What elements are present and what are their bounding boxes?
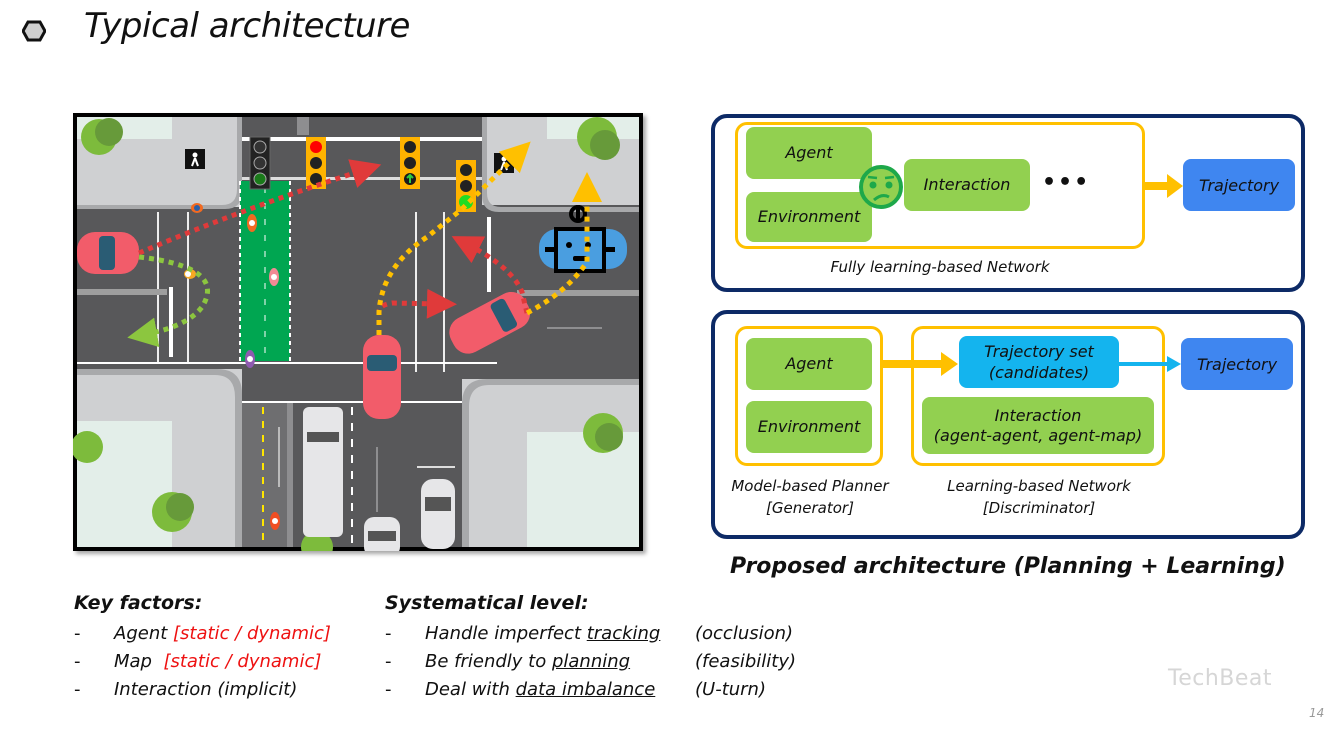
tree-icon <box>583 413 623 453</box>
cyclist-icon <box>245 350 255 368</box>
arrow-icon <box>1119 356 1181 372</box>
pedestrian-signal-icon <box>494 153 514 173</box>
trajectory-output-box: Trajectory <box>1183 159 1295 211</box>
cyclist-icon <box>269 268 279 286</box>
ellipsis: ••• <box>1042 170 1091 195</box>
intersection-illustration <box>73 113 643 551</box>
fully-learning-caption: Fully learning-based Network <box>830 258 1050 276</box>
trajectory-set-label: Trajectory set <box>984 342 1094 361</box>
list-item: -Deal with data imbalance(U-turn) <box>385 679 766 700</box>
confused-face-icon <box>859 165 903 209</box>
traffic-light-icon <box>456 160 476 212</box>
traffic-light-icon <box>306 137 326 189</box>
model-based-planner-box <box>735 326 883 466</box>
trajectory-arrow-icon <box>127 254 210 348</box>
highlight-text: [static / dynamic] <box>163 651 322 672</box>
cyclist-icon <box>247 214 257 232</box>
network-caption: Learning-based Network [Discriminator] <box>932 475 1146 519</box>
pedestrian-signal-icon <box>185 149 205 169</box>
arrow-icon <box>883 352 958 376</box>
environment-box: Environment <box>746 192 872 242</box>
page-number: 14 <box>1309 706 1325 720</box>
planner-caption: Model-based Planner [Generator] <box>718 475 902 519</box>
car-icon <box>364 517 400 551</box>
car-icon <box>363 335 401 419</box>
list-item: -Handle imperfect tracking(occlusion) <box>385 623 794 644</box>
car-icon <box>449 291 531 354</box>
agent-box: Agent <box>746 127 872 179</box>
trajectory-set-box: Trajectory set (candidates) <box>959 336 1119 388</box>
planner-caption-title: Model-based Planner <box>731 477 889 495</box>
traffic-light-icon <box>400 137 420 189</box>
traffic-light-icon <box>249 136 271 190</box>
car-icon <box>77 232 139 274</box>
agent-box: Agent <box>746 338 872 390</box>
pedestrian-icon <box>191 203 203 213</box>
list-item: -Map [static / dynamic] <box>74 651 322 672</box>
interaction-sublabel: (agent-agent, agent-map) <box>933 425 1143 445</box>
list-item: -Be friendly to planning(feasibility) <box>385 651 797 672</box>
interaction-label: Interaction <box>994 405 1082 425</box>
trajectory-arrow-icon <box>138 159 382 256</box>
highlight-text: [static / dynamic] <box>173 623 331 644</box>
trajectory-arrow-icon <box>451 236 530 314</box>
trajectory-output-box: Trajectory <box>1181 338 1293 390</box>
planner-caption-sub: [Generator] <box>766 499 854 517</box>
systematical-level-heading: Systematical level: <box>385 592 589 614</box>
network-caption-sub: [Discriminator] <box>982 499 1096 517</box>
list-item: -Agent [static / dynamic] <box>74 623 331 644</box>
environment-box: Environment <box>746 401 872 453</box>
key-factors-heading: Key factors: <box>74 592 203 614</box>
truck-icon <box>303 407 343 537</box>
pedestrian-icon <box>184 269 196 279</box>
tree-icon <box>81 118 123 155</box>
list-item: -Interaction (implicit) <box>74 679 298 700</box>
interaction-box: Interaction (agent-agent, agent-map) <box>922 397 1154 454</box>
robot-car-icon <box>539 205 627 273</box>
tree-icon <box>577 117 620 160</box>
tree-icon <box>152 492 194 532</box>
interaction-box: Interaction <box>904 159 1030 211</box>
slide-title: Typical architecture <box>84 6 410 46</box>
learning-network-box <box>735 122 1145 249</box>
key-factors-list: Key factors: -Agent [static / dynamic] -… <box>74 588 331 704</box>
network-caption-title: Learning-based Network <box>947 477 1131 495</box>
techbeat-watermark: TechBeat <box>1168 666 1272 691</box>
systematical-level-list: Systematical level: -Handle imperfect tr… <box>385 588 797 704</box>
trajectory-arrow-icon <box>376 141 531 335</box>
proposed-architecture-caption: Proposed architecture (Planning + Learni… <box>730 554 1286 579</box>
trajectory-set-sublabel: (candidates) <box>988 363 1090 382</box>
hexagon-bullet-icon <box>22 20 46 42</box>
car-icon <box>421 479 455 549</box>
tree-icon <box>73 431 103 463</box>
sidewalk-bottom-right <box>462 379 639 547</box>
sidewalk-bottom-left <box>77 369 242 547</box>
arrow-icon <box>1145 174 1183 198</box>
cyclist-icon <box>270 512 280 530</box>
techbeat-logo-text: TechBeat <box>1168 666 1273 691</box>
learning-based-network-box <box>911 326 1165 466</box>
